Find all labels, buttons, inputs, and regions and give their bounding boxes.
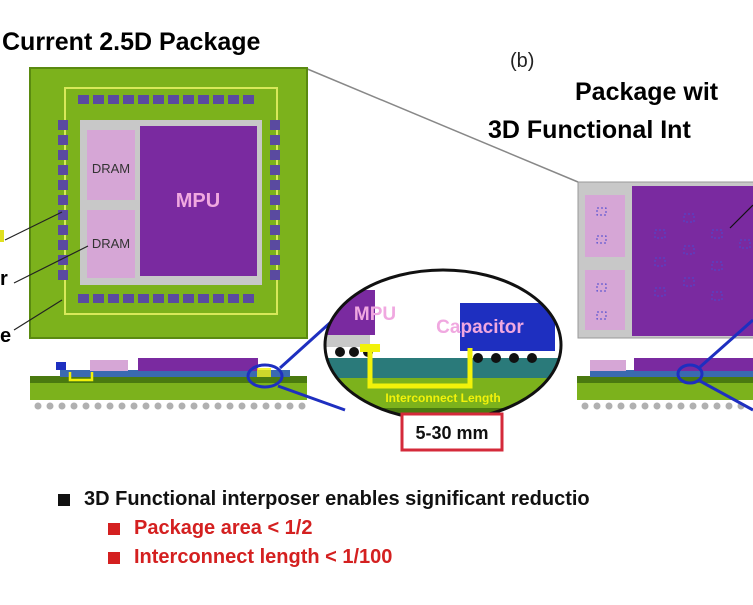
zoom-line-lower [277,384,346,412]
bullet-sub-1-text: Package area < 1/2 [134,517,313,539]
magnifier-capacitor-block [460,303,555,351]
length-badge-text: 5-30 mm [415,423,488,443]
zoom-ring-left [246,363,284,389]
zoom-guide-line [304,67,579,183]
bullet-main: 3D Functional interposer enables signifi… [58,488,590,511]
dram-top-label: DRAM [92,161,130,176]
left-title: Current 2.5D Package [2,28,261,56]
dram-top-chip [87,130,135,200]
magnifier-capacitor-label: Capacitor [436,317,524,338]
dram-bottom-label: DRAM [92,236,130,251]
length-badge [400,412,504,452]
leader-line-1 [4,211,63,241]
mpu-label: MPU [176,190,220,212]
left-cross-section [30,358,307,410]
magnifier-view [325,270,561,420]
leader-line-3 [13,299,63,331]
bullet-main-text: 3D Functional interposer enables signifi… [84,488,590,510]
panel-label: (b) [510,50,535,72]
right-package-top-view [577,181,753,339]
leader-line-2 [13,245,89,284]
left-edge-label-1: r [0,268,8,290]
package-diagram: DRAM DRAM MPU [0,67,753,452]
magnifier-mpu-label: MPU [354,304,396,325]
mpu-chip [140,126,257,276]
right-cross-section [577,318,753,412]
bullet-sub-1: Package area < 1/2 [108,517,312,540]
right-title-line2: 3D Functional Int [488,116,691,144]
bullet-square-icon [108,551,120,564]
bullet-sub-2: Interconnect length < 1/100 [108,546,392,569]
interconnect-path [367,346,473,389]
right-title-line1: Package wit [575,78,719,106]
left-package-top-view: DRAM DRAM MPU [29,67,308,339]
interconnect-length-label: Interconnect Length [385,391,500,405]
left-edge-marker [0,230,4,242]
left-edge-label-2: e [0,325,12,347]
bullet-sub-2-text: Interconnect length < 1/100 [134,546,393,568]
bullet-square-icon [58,493,70,506]
dram-bottom-chip [87,210,135,278]
bullet-square-icon [108,522,120,535]
